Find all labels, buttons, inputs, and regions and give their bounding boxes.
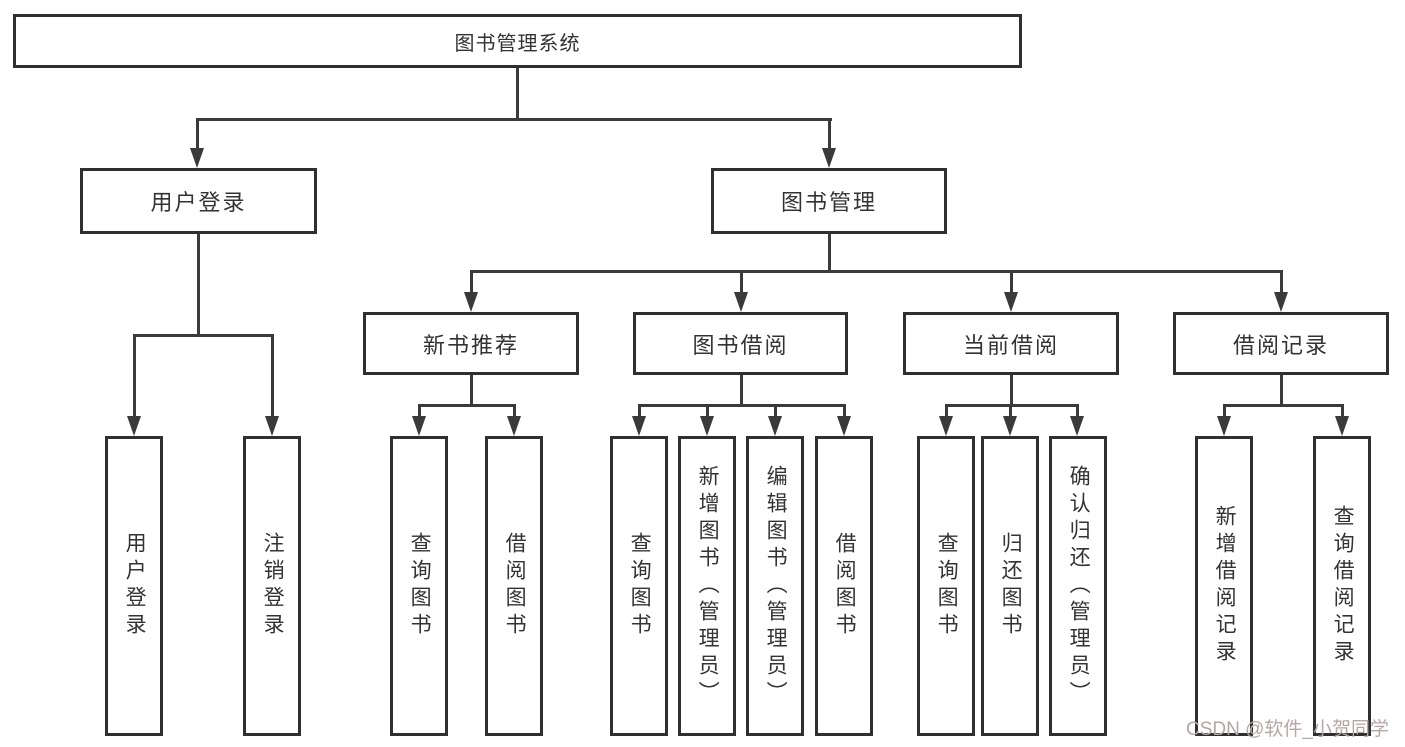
leaf-add-books-admin: 新增图书（管理员） <box>678 436 736 736</box>
leaf-return-books: 归还图书 <box>981 436 1039 736</box>
leaf-label: 新增借阅记录 <box>1213 505 1237 667</box>
node-new-book-recommend: 新书推荐 <box>363 312 579 375</box>
arrow-down-icon <box>822 148 836 168</box>
leaf-label: 确认归还（管理员） <box>1067 464 1091 708</box>
connector-user-login-stub <box>197 234 200 337</box>
leaf-query-books: 查询图书 <box>610 436 668 736</box>
leaf-label: 借阅图书 <box>503 532 527 640</box>
connector-leaf-drop <box>513 404 516 418</box>
node-book-borrow: 图书借阅 <box>633 312 848 375</box>
arrow-down-icon <box>265 416 279 436</box>
connector-leaf-drop <box>418 404 421 418</box>
connector-to-user-login <box>196 118 199 150</box>
arrow-down-icon <box>734 292 748 312</box>
leaf-query-books: 查询图书 <box>917 436 975 736</box>
connector-group2-stub <box>740 375 743 406</box>
arrow-down-icon <box>507 416 521 436</box>
leaf-label: 查询图书 <box>408 532 432 640</box>
leaf-label: 查询图书 <box>628 532 652 640</box>
arrow-down-icon <box>1004 292 1018 312</box>
node-book-management: 图书管理 <box>711 168 947 234</box>
leaf-user-login: 用户登录 <box>105 436 163 736</box>
connector-book-mgmt-stub <box>828 234 831 272</box>
leaf-label: 查询图书 <box>935 532 959 640</box>
node-root-label: 图书管理系统 <box>454 32 581 55</box>
node-label: 用户登录 <box>150 190 247 215</box>
connector-leaf-drop <box>1009 404 1012 418</box>
connector-group1-stub <box>470 375 473 406</box>
leaf-borrow-books: 借阅图书 <box>815 436 873 736</box>
leaf-add-borrow-record: 新增借阅记录 <box>1195 436 1253 736</box>
leaf-label: 用户登录 <box>123 532 147 640</box>
arrow-down-icon <box>1274 292 1288 312</box>
node-root-system: 图书管理系统 <box>13 14 1022 68</box>
connector-group2-bar <box>638 404 845 407</box>
connector-leaf-drop <box>1341 404 1344 418</box>
leaf-edit-books-admin: 编辑图书（管理员） <box>746 436 804 736</box>
connector-leaf-drop <box>1076 404 1079 418</box>
node-borrow-records: 借阅记录 <box>1173 312 1389 375</box>
node-user-login: 用户登录 <box>80 168 317 234</box>
leaf-label: 查询借阅记录 <box>1331 505 1355 667</box>
connector-group3-stub <box>1010 375 1013 406</box>
connector-leaf-drop <box>638 404 641 418</box>
connector-group-drop <box>470 270 473 294</box>
node-label: 图书管理 <box>780 190 877 215</box>
connector-leaf-drop <box>945 404 948 418</box>
arrow-down-icon <box>464 292 478 312</box>
leaf-label: 新增图书（管理员） <box>696 464 720 708</box>
leaf-logout: 注销登录 <box>243 436 301 736</box>
node-current-borrow: 当前借阅 <box>903 312 1119 375</box>
connector-group1-bar <box>418 404 515 407</box>
connector-leaf-drop <box>843 404 846 418</box>
leaf-label: 编辑图书（管理员） <box>764 464 788 708</box>
arrow-down-icon <box>632 416 646 436</box>
node-label: 借阅记录 <box>1232 332 1329 358</box>
leaf-label: 注销登录 <box>261 532 285 640</box>
leaf-borrow-books: 借阅图书 <box>485 436 543 736</box>
leaf-label: 归还图书 <box>999 532 1023 640</box>
leaf-query-borrow-record: 查询借阅记录 <box>1313 436 1371 736</box>
connector-level1-bar <box>196 118 832 121</box>
arrow-down-icon <box>768 416 782 436</box>
connector-group-drop <box>1280 270 1283 294</box>
node-label: 新书推荐 <box>422 332 519 358</box>
connector-leaf-drop <box>271 334 274 418</box>
leaf-confirm-return-admin: 确认归还（管理员） <box>1049 436 1107 736</box>
connector-group-drop <box>740 270 743 294</box>
arrow-down-icon <box>1217 416 1231 436</box>
connector-root-stub <box>516 68 519 120</box>
connector-level2-bar <box>470 270 1283 273</box>
connector-leaf-drop <box>706 404 709 418</box>
connector-leaf-drop <box>1223 404 1226 418</box>
arrow-down-icon <box>939 416 953 436</box>
arrow-down-icon <box>700 416 714 436</box>
connector-group-drop <box>1010 270 1013 294</box>
arrow-down-icon <box>412 416 426 436</box>
leaf-query-books: 查询图书 <box>390 436 448 736</box>
node-label: 图书借阅 <box>692 332 789 358</box>
arrow-down-icon <box>1335 416 1349 436</box>
arrow-down-icon <box>190 148 204 168</box>
csdn-watermark: CSDN @软件_小贺同学 <box>1186 719 1389 740</box>
connector-to-book-management <box>828 118 831 150</box>
connector-group4-stub <box>1280 375 1283 406</box>
arrow-down-icon <box>1003 416 1017 436</box>
arrow-down-icon <box>1070 416 1084 436</box>
leaf-label: 借阅图书 <box>833 532 857 640</box>
arrow-down-icon <box>837 416 851 436</box>
arrow-down-icon <box>127 416 141 436</box>
connector-leaf-drop <box>774 404 777 418</box>
node-label: 当前借阅 <box>962 332 1059 358</box>
connector-group4-bar <box>1223 404 1343 407</box>
connector-user-login-bar <box>133 334 274 337</box>
connector-leaf-drop <box>133 334 136 418</box>
